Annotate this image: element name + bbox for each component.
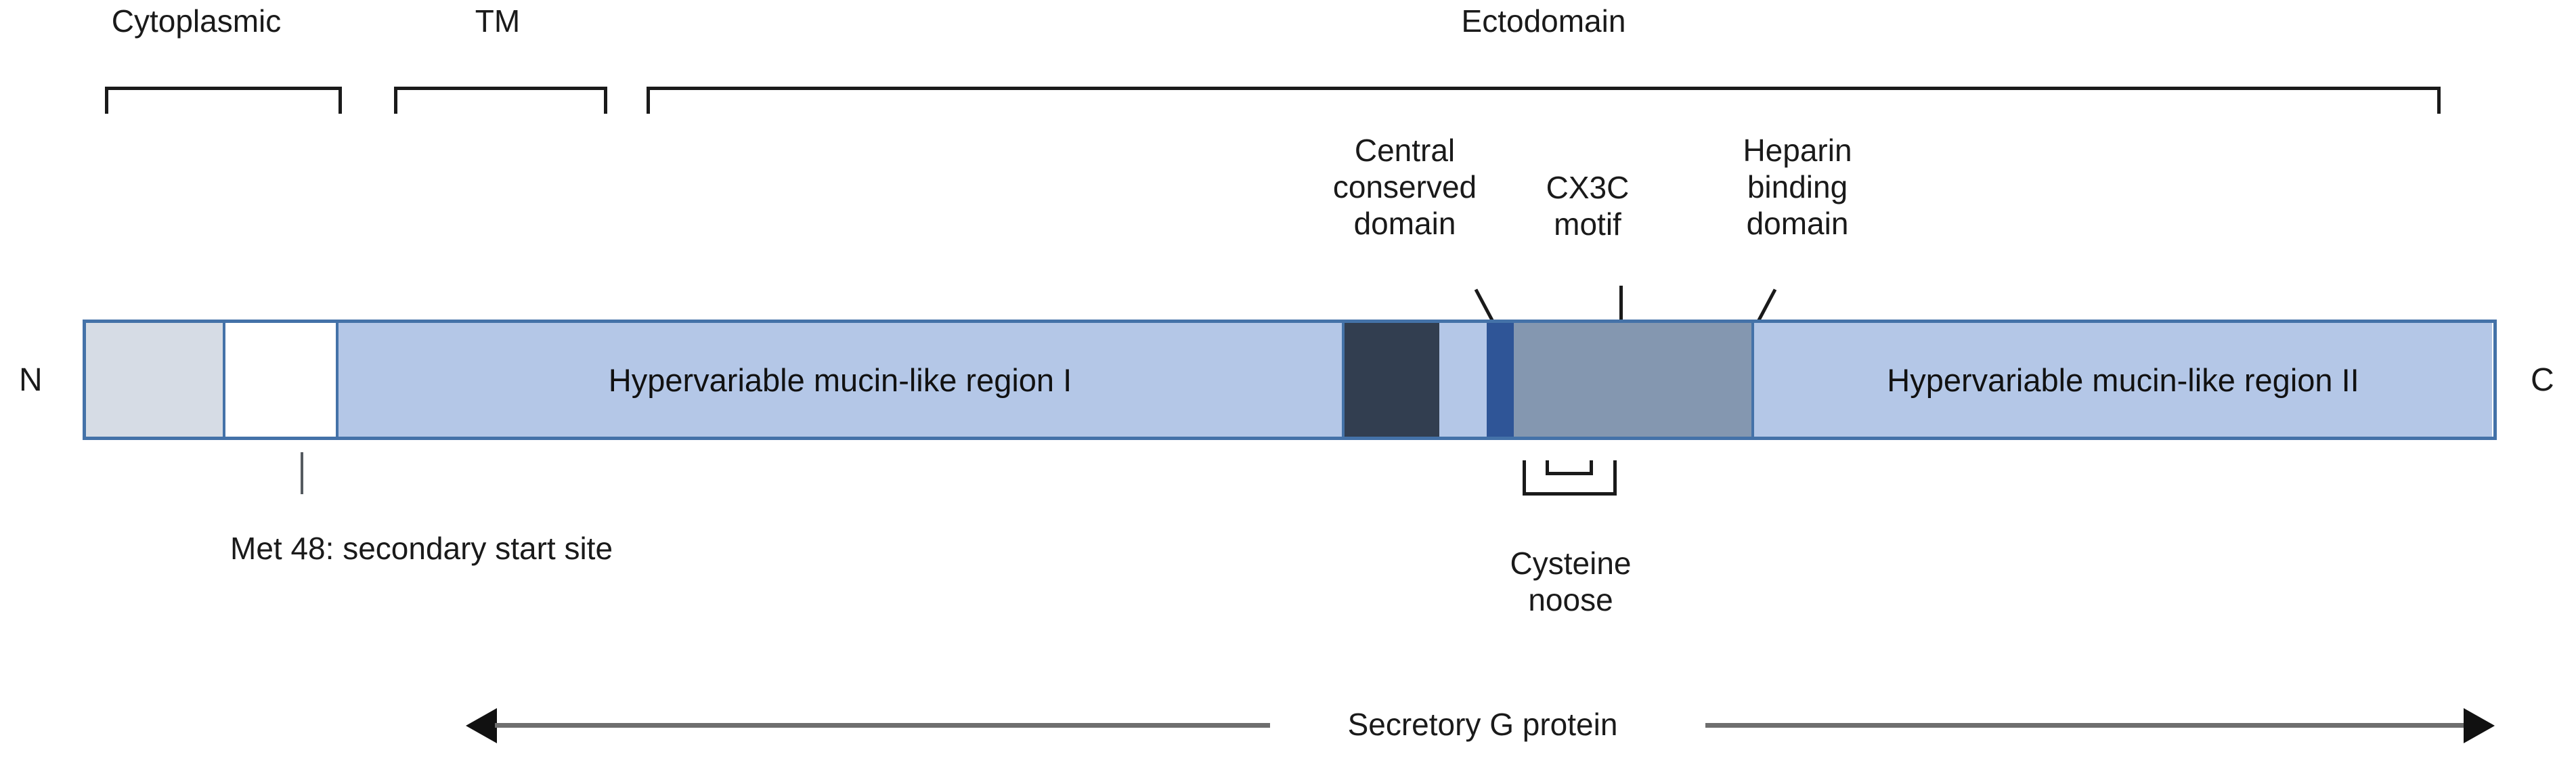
region-label-cytoplasmic: Cytoplasmic — [111, 3, 282, 39]
bracket-cysteine-noose-outer — [1523, 460, 1617, 496]
callout-line-3: domain — [1353, 206, 1456, 241]
secretory-arrow-line-left — [495, 723, 1270, 728]
callout-heparin-binding-domain: Heparin binding domain — [1686, 132, 1909, 242]
callout-line-1: CX3C — [1546, 170, 1630, 205]
callout-line-3: domain — [1746, 206, 1849, 241]
callout-line-2: motif — [1554, 206, 1621, 242]
met48-caption: Met 48: secondary start site — [230, 531, 613, 566]
callout-line-1: Heparin — [1743, 133, 1852, 168]
bar-segment-cysteine-noose-light — [1439, 323, 1487, 437]
secretory-arrow-label: Secretory G protein — [1347, 707, 1618, 742]
bar-segment-cytoplasmic-tail — [86, 323, 225, 437]
callout-line-1: Central — [1354, 133, 1456, 168]
bar-segment-cx3c-motif — [1487, 323, 1514, 437]
bracket-ectodomain — [647, 87, 2441, 114]
cysteine-noose-line-1: Cysteine — [1510, 546, 1632, 581]
callout-cx3c-motif: CX3C motif — [1500, 169, 1676, 242]
cysteine-noose-line-2: noose — [1528, 582, 1613, 617]
bar-segment-hypervariable-mucin-like-region-1: Hypervariable mucin-like region I — [339, 323, 1345, 437]
callout-central-conserved-domain: Central conserved domain — [1286, 132, 1523, 242]
cysteine-noose-label: Cysteine noose — [1462, 545, 1679, 618]
bar-segment-hypervariable-mucin-like-region-2: Hypervariable mucin-like region II — [1754, 323, 2492, 437]
bar-segment-central-conserved-domain — [1345, 323, 1439, 437]
secretory-arrow-line-right — [1705, 723, 2464, 728]
met48-tick-mark — [301, 452, 303, 494]
bar-segment-transmembrane — [225, 323, 339, 437]
bracket-cytoplasmic — [105, 87, 342, 114]
callout-line-2: conserved — [1332, 169, 1477, 204]
region-label-tm: TM — [475, 3, 521, 39]
bar-segment-label-region-1: Hypervariable mucin-like region I — [608, 361, 1072, 398]
bar-segment-heparin-binding-domain — [1514, 323, 1754, 437]
bar-segment-label-region-2: Hypervariable mucin-like region II — [1887, 361, 2359, 398]
callout-line-2: binding — [1747, 169, 1848, 204]
terminus-label-c: C — [2531, 362, 2554, 398]
secretory-arrow-head-left — [466, 708, 497, 743]
bracket-tm — [394, 87, 607, 114]
region-label-ectodomain: Ectodomain — [1461, 3, 1626, 39]
bracket-cysteine-noose-inner — [1546, 460, 1593, 475]
secretory-arrow-head-right — [2464, 708, 2495, 743]
terminus-label-n: N — [19, 362, 43, 398]
leader-line-cx3c-motif — [1619, 286, 1623, 328]
protein-bar: Hypervariable mucin-like region I Hyperv… — [83, 320, 2497, 440]
